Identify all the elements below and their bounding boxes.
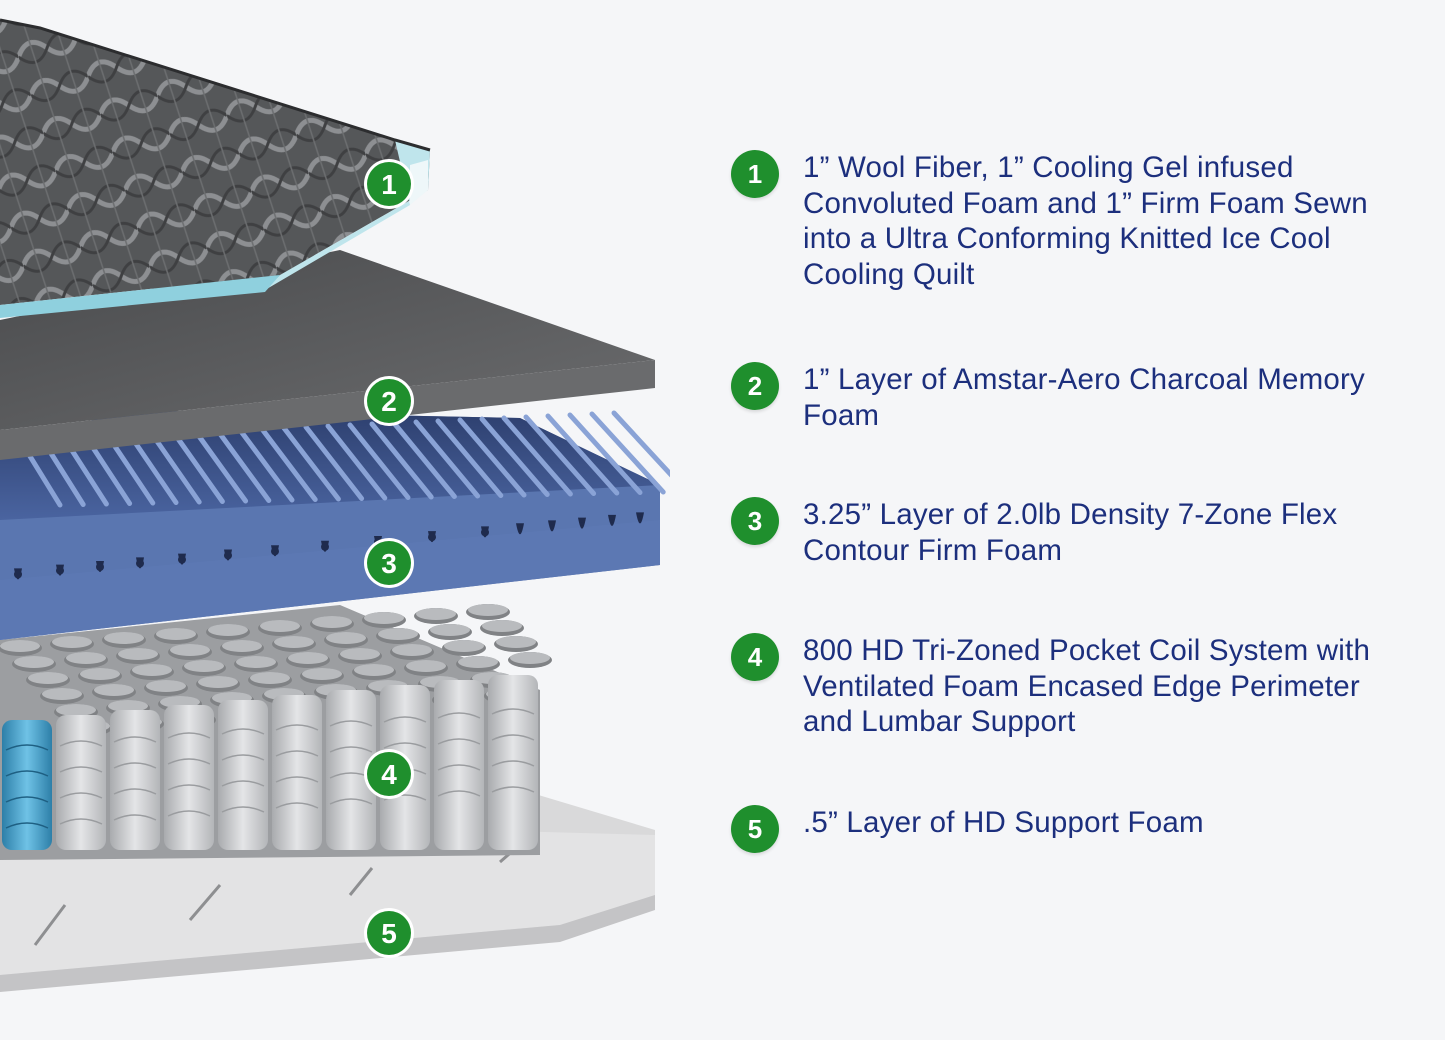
layer-3-badge-icon: 3 <box>731 497 779 545</box>
legend-item-3: 3 3.25” Layer of 2.0lb Density 7-Zone Fl… <box>731 497 1413 568</box>
layer-2-badge-icon: 2 <box>731 362 779 410</box>
layer-4-pocket-coils <box>0 604 552 860</box>
layer-4-description: 800 HD Tri-Zoned Pocket Coil System with… <box>803 634 1371 738</box>
layer-2-image-badge-icon: 2 <box>364 376 414 426</box>
layer-4-image-badge-number: 4 <box>381 759 397 790</box>
layer-3-description: 3.25” Layer of 2.0lb Density 7-Zone Flex… <box>803 498 1338 567</box>
layer-1-description: 1” Wool Fiber, 1” Cooling Gel infused Co… <box>803 151 1368 291</box>
layer-3-image-badge-number: 3 <box>381 548 397 579</box>
layer-1-badge-icon: 1 <box>731 150 779 198</box>
layer-4-badge-icon: 4 <box>731 633 779 681</box>
layer-5-image-badge-number: 5 <box>381 918 397 949</box>
layer-1-image-badge-number: 1 <box>381 169 397 200</box>
layer-1-image-badge-icon: 1 <box>364 159 414 209</box>
layer-5-image-badge-icon: 5 <box>364 908 414 958</box>
layer-1-quilted-top <box>0 18 431 318</box>
legend-item-1: 1 1” Wool Fiber, 1” Cooling Gel infused … <box>731 150 1413 292</box>
layer-5-badge-icon: 5 <box>731 805 779 853</box>
layer-2-image-badge-number: 2 <box>381 386 397 417</box>
layer-3-zoned-foam <box>0 410 670 640</box>
layer-2-description: 1” Layer of Amstar-Aero Charcoal Memory … <box>803 363 1365 432</box>
layer-4-image-badge-icon: 4 <box>364 749 414 799</box>
legend-item-5: 5 .5” Layer of HD Support Foam <box>731 805 1413 853</box>
legend-item-4: 4 800 HD Tri-Zoned Pocket Coil System wi… <box>731 633 1413 740</box>
layer-3-image-badge-icon: 3 <box>364 538 414 588</box>
legend-item-2: 2 1” Layer of Amstar-Aero Charcoal Memor… <box>731 362 1413 433</box>
layer-5-description: .5” Layer of HD Support Foam <box>803 806 1204 839</box>
mattress-layers-illustration: 1 2 3 4 5 <box>0 18 670 992</box>
